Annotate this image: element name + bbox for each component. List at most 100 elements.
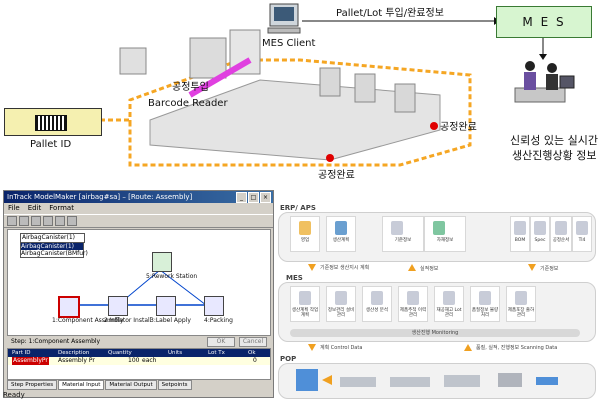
menubar: File Edit Format <box>4 203 273 214</box>
completion-marker-1 <box>430 122 438 130</box>
grid-col-lottx: Lot Tx <box>208 350 225 356</box>
material-grid[interactable]: Part ID Description Quantity Units Lot T… <box>7 348 271 380</box>
tool-copy-icon[interactable] <box>55 216 65 226</box>
tab-step-properties[interactable]: Step Properties <box>7 380 58 390</box>
ok-button[interactable]: OK <box>207 337 235 347</box>
tile-label: 공정순서 <box>552 238 570 243</box>
tile-label: Tl4 <box>578 238 586 243</box>
erp-tile-bom: BOM <box>510 216 530 252</box>
table-row[interactable]: AssemblyPr Assembly Pr 100 each 0 <box>8 357 270 365</box>
tile-label: 재공재고 Lot 관리 <box>436 308 462 318</box>
menu-edit[interactable]: Edit <box>27 204 42 212</box>
operator-1-head <box>525 61 535 71</box>
tool-cut-icon[interactable] <box>43 216 53 226</box>
grid-col-ok: Ok <box>248 350 256 356</box>
mes-tile-quality: 품질정보 불량처리 <box>470 286 500 322</box>
server-icon <box>296 369 318 391</box>
mes-header: MES <box>286 274 303 282</box>
window-title: InTrack ModelMaker [airbag#sa] – [Route:… <box>7 193 193 201</box>
mes-client-keyboard <box>267 27 301 34</box>
conveyor-path <box>128 58 472 167</box>
operator-2-body <box>546 74 558 90</box>
menu-format[interactable]: Format <box>49 204 74 212</box>
mes-client-label: MES Client <box>262 38 316 49</box>
node-rework-station[interactable] <box>152 252 172 272</box>
node-packing[interactable] <box>204 296 224 316</box>
tool-new-icon[interactable] <box>7 216 17 226</box>
machine-4 <box>354 73 376 103</box>
node-label: 5:Rework Station <box>146 273 198 280</box>
node-label-apply[interactable] <box>156 296 176 316</box>
tool-open-icon[interactable] <box>19 216 29 226</box>
machine-3 <box>319 67 341 97</box>
conveyor-icon-3 <box>444 375 480 387</box>
erp-note-master: 기준정보 생산지시 계획 <box>320 265 370 271</box>
toolbar <box>4 214 273 228</box>
printer-icon <box>498 373 522 387</box>
tile-label: 품질정보 불량처리 <box>471 308 499 318</box>
grid-col-description: Description <box>58 350 90 356</box>
mes-tile-productivity: 생산성 분석 <box>362 286 392 322</box>
combo-option[interactable]: AirbagCanister(1) <box>21 243 83 250</box>
grid-col-partid: Part ID <box>12 350 31 356</box>
mes-down-arrow-head <box>539 54 547 60</box>
mes-tile-shipping: 제품포장 출하관리 <box>506 286 536 322</box>
machine-5 <box>394 83 416 113</box>
tab-material-input[interactable]: Material Input <box>58 380 105 390</box>
control-down-arrow <box>308 344 316 351</box>
mes-tile-tracking: 제품추적 이력관리 <box>398 286 428 322</box>
window-titlebar: InTrack ModelMaker [airbag#sa] – [Route:… <box>4 191 273 203</box>
machine-1 <box>189 37 227 79</box>
erp-note-result: 실적정보 <box>420 266 439 272</box>
step-bar: Step: 1:Component Assembly OK Cancel <box>7 336 269 347</box>
node-label: 2:Inflator Install <box>104 317 152 324</box>
tile-label: 제품포장 출하관리 <box>507 308 535 318</box>
pop-header: POP <box>280 355 297 363</box>
grid-cell[interactable]: Assembly Pr <box>58 357 95 364</box>
erp-tile-sales: 영업 <box>290 216 320 252</box>
mes-tile-equipment: 정보관리 설비관리 <box>326 286 356 322</box>
menu-file[interactable]: File <box>8 204 20 212</box>
process-input-label: 공정투입 <box>172 82 209 93</box>
pallet-id-box <box>4 108 102 136</box>
erp-tile-route: 공정순서 <box>550 216 572 252</box>
minimize-icon[interactable]: _ <box>236 192 247 203</box>
tool-save-icon[interactable] <box>31 216 41 226</box>
maximize-icon[interactable]: □ <box>248 192 259 203</box>
grid-cell[interactable]: 0 <box>253 357 257 364</box>
bottom-tabs: Step Properties Material Input Material … <box>7 380 193 390</box>
master-down-arrow <box>528 264 536 271</box>
mes-box-label: M E S <box>522 15 566 29</box>
node-inflator-install[interactable] <box>108 296 128 316</box>
close-icon[interactable]: × <box>260 192 271 203</box>
node-component-assembly[interactable] <box>58 296 80 318</box>
combo-option[interactable]: AirbagCanister(BMfur) <box>21 250 88 257</box>
process-complete-label-2: 공정완료 <box>318 170 355 181</box>
mes-box: M E S <box>496 6 592 38</box>
tab-setpoints[interactable]: Setpoints <box>157 380 192 390</box>
tab-material-output[interactable]: Material Output <box>105 380 157 390</box>
cancel-button[interactable]: Cancel <box>239 337 267 347</box>
node-label: 4:Packing <box>204 317 233 324</box>
erp-tile-spec: Spec <box>530 216 550 252</box>
mes-tile-planning: 생산계획 작업계획 <box>290 286 320 322</box>
realtime-info-line2: 생산진행상황 정보 <box>512 149 597 162</box>
conveyor-icon-1 <box>340 377 376 387</box>
tile-label: 생산계획 작업계획 <box>291 308 319 318</box>
tool-paste-icon[interactable] <box>67 216 77 226</box>
tile-label: Spec <box>534 238 546 243</box>
erp-note-master-right: 기준정보 <box>540 266 559 272</box>
pop-note-scan: 품질, 실적, 진행정보 Scanning Data <box>476 345 558 351</box>
tile-label: 생산성 분석 <box>365 308 389 313</box>
route-canvas[interactable]: AirbagCanister(1) AirbagCanister(1) Airb… <box>7 229 271 336</box>
grid-cell[interactable]: 100 <box>128 357 140 364</box>
grid-cell[interactable]: each <box>142 357 157 364</box>
tile-label: 정보관리 설비관리 <box>327 308 355 318</box>
operator-1-body <box>524 72 536 90</box>
node-label: 1:Component Assembly <box>52 317 124 324</box>
mes-tile-wip: 재공재고 Lot 관리 <box>434 286 464 322</box>
completion-marker-2 <box>326 154 334 162</box>
tile-label: 기준정보 <box>394 238 412 243</box>
grid-cell[interactable]: AssemblyPr <box>12 357 49 365</box>
result-up-arrow <box>408 264 416 271</box>
